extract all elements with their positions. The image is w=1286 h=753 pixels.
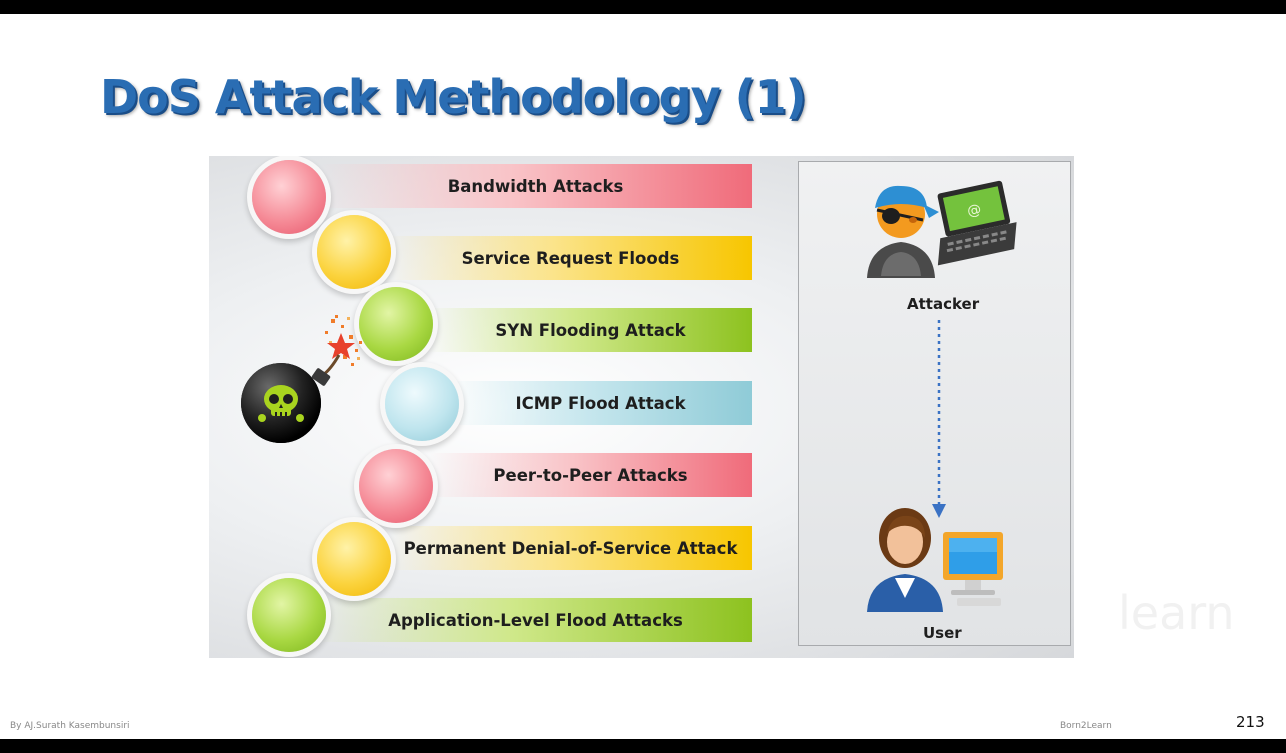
red-circle-icon	[359, 449, 433, 523]
attack-flow-panel: @	[798, 161, 1071, 646]
page-number: 213	[1236, 713, 1265, 731]
method-label: ICMP Flood Attack	[515, 393, 686, 413]
method-bandwidth-attacks: Bandwidth Attacks	[319, 164, 752, 208]
bottom-black-bar	[0, 739, 1286, 753]
method-syn-flooding-attack: SYN Flooding Attack	[429, 308, 752, 352]
green-circle-icon	[252, 578, 326, 652]
attacker-label: Attacker	[907, 295, 980, 313]
blue-circle-icon	[385, 367, 459, 441]
method-application-level-flood-attacks: Application-Level Flood Attacks	[319, 598, 752, 642]
bomb-skull-icon	[241, 315, 362, 443]
method-permanent-dos-attack: Permanent Denial-of-Service Attack	[389, 526, 752, 570]
yellow-circle-icon	[317, 215, 391, 289]
user-label: User	[923, 624, 962, 642]
red-circle-icon	[252, 160, 326, 234]
user-icon	[867, 508, 1003, 612]
footer-brand: Born2Learn	[1060, 721, 1112, 731]
method-icmp-flood-attack: ICMP Flood Attack	[449, 381, 752, 425]
footer-author: By AJ.Surath Kasembunsiri	[10, 721, 130, 731]
method-label: Permanent Denial-of-Service Attack	[403, 538, 738, 558]
method-label: SYN Flooding Attack	[495, 320, 686, 340]
laptop-screen-text: @	[966, 201, 983, 220]
dotted-arrow	[932, 320, 946, 518]
methodology-diagram: Bandwidth Attacks Service Request Floods…	[209, 156, 1074, 658]
attacker-icon: @	[867, 180, 1017, 278]
method-peer-to-peer-attacks: Peer-to-Peer Attacks	[429, 453, 752, 497]
watermark-text: learn	[1118, 586, 1235, 640]
green-circle-icon	[359, 287, 433, 361]
method-label: Bandwidth Attacks	[447, 176, 624, 196]
top-black-bar	[0, 0, 1286, 14]
method-label: Peer-to-Peer Attacks	[493, 465, 688, 485]
slide-title: DoS Attack Methodology (1)	[100, 70, 807, 124]
method-service-request-floods: Service Request Floods	[389, 236, 752, 280]
method-label: Application-Level Flood Attacks	[388, 610, 683, 630]
yellow-circle-icon	[317, 522, 391, 596]
method-label: Service Request Floods	[461, 248, 680, 268]
